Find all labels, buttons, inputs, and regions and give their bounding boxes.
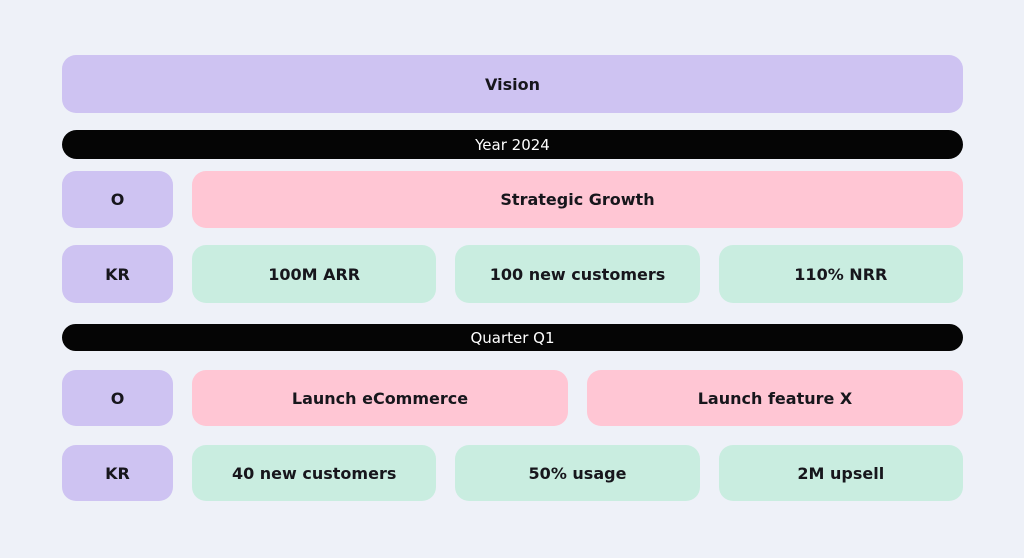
year-objective-row: O Strategic Growth <box>62 171 963 228</box>
quarter-objective-tag: O <box>62 370 173 426</box>
year-key-result-item: 100M ARR <box>192 245 437 303</box>
quarter-key-results-row: KR 40 new customers 50% usage 2M upsell <box>62 445 963 501</box>
vision-label: Vision <box>485 74 540 94</box>
year-objective-item: Strategic Growth <box>192 171 963 228</box>
year-key-results-items: 100M ARR 100 new customers 110% NRR <box>192 245 963 303</box>
quarter-key-results-tag: KR <box>62 445 173 501</box>
quarter-key-result-item: 40 new customers <box>192 445 437 501</box>
year-key-results-tag: KR <box>62 245 173 303</box>
vision-banner: Vision <box>62 55 963 113</box>
quarter-objective-row: O Launch eCommerce Launch feature X <box>62 370 963 426</box>
year-key-result-item: 110% NRR <box>718 245 963 303</box>
year-divider: Year 2024 <box>62 130 963 159</box>
year-key-results-row: KR 100M ARR 100 new customers 110% NRR <box>62 245 963 303</box>
quarter-objective-items: Launch eCommerce Launch feature X <box>192 370 963 426</box>
year-objective-items: Strategic Growth <box>192 171 963 228</box>
quarter-key-result-item: 2M upsell <box>718 445 963 501</box>
quarter-objective-item: Launch eCommerce <box>192 370 568 426</box>
quarter-divider-label: Quarter Q1 <box>470 328 555 347</box>
quarter-key-results-items: 40 new customers 50% usage 2M upsell <box>192 445 963 501</box>
year-divider-label: Year 2024 <box>475 135 550 154</box>
quarter-divider: Quarter Q1 <box>62 324 963 351</box>
year-key-result-item: 100 new customers <box>455 245 700 303</box>
quarter-objective-item: Launch feature X <box>587 370 963 426</box>
quarter-key-result-item: 50% usage <box>455 445 700 501</box>
year-objective-tag: O <box>62 171 173 228</box>
